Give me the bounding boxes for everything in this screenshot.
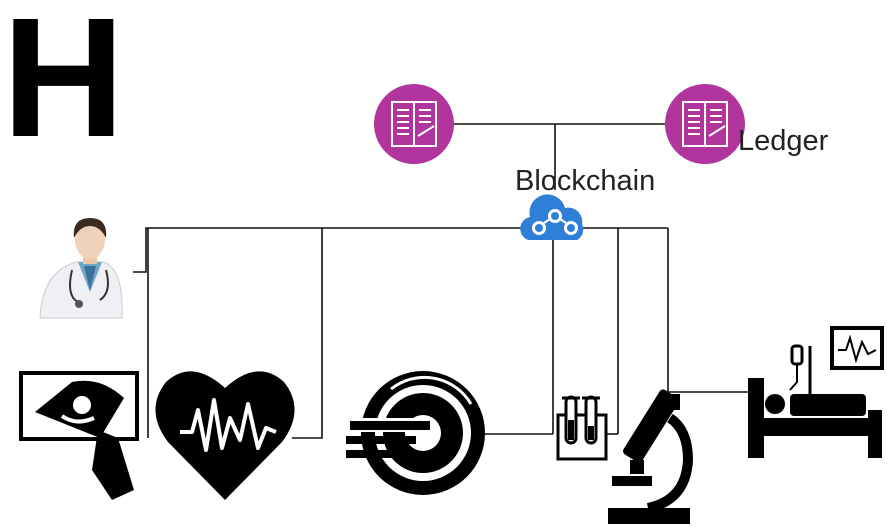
panel-letter: H	[2, 0, 125, 173]
blockchain-label: Blockchain	[515, 165, 655, 197]
doctor-icon	[39, 218, 123, 319]
ledger-icon	[374, 84, 454, 164]
heart-rate-icon	[155, 371, 295, 500]
hospital-bed-monitor-icon	[748, 326, 884, 458]
connection-lines	[133, 123, 748, 439]
microscope-icon	[608, 389, 694, 524]
blockchain-cloud-icon	[520, 194, 584, 240]
test-tubes-icon	[556, 395, 608, 461]
ledger-label: Ledger	[738, 125, 829, 157]
ultrasound-icon	[19, 371, 139, 500]
mri-scanner-icon	[346, 371, 485, 495]
ledger-icon	[665, 84, 745, 164]
